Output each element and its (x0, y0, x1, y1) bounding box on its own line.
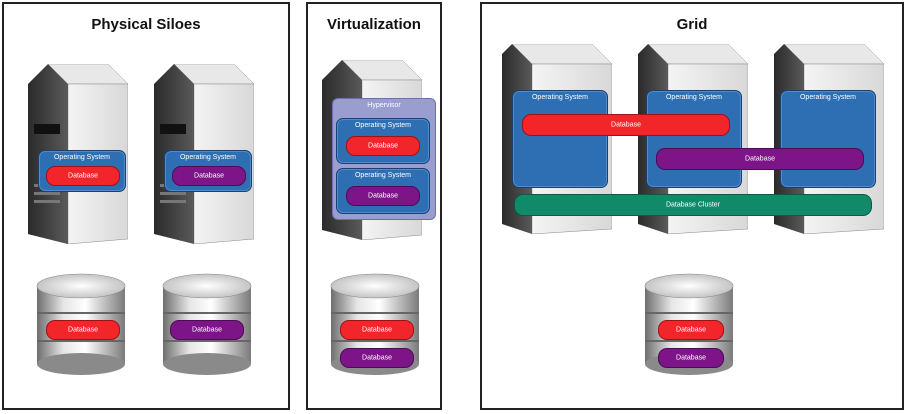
database-pill: Database (346, 136, 420, 156)
panel-title: Grid (676, 16, 708, 33)
operating-system-box: Operating System (780, 90, 876, 188)
database-pill: Database (658, 320, 724, 340)
database-pill: Database (172, 166, 246, 186)
operating-system-box: Operating System (646, 90, 742, 188)
physical-siloes-panel: Physical Siloes Operating System Databas… (2, 2, 290, 410)
virtualization-panel: Virtualization Hypervisor Operating Syst… (306, 2, 442, 410)
database-pill: Database (346, 186, 420, 206)
panel-title: Virtualization (327, 16, 421, 33)
database-pill: Database (656, 148, 864, 170)
database-pill: Database (522, 114, 730, 136)
database-pill: Database (340, 348, 414, 368)
grid-panel: Grid Operating System Operating System O… (480, 2, 904, 410)
database-pill: Database (658, 348, 724, 368)
database-pill: Database (46, 320, 120, 340)
database-cluster-bar: Database Cluster (514, 194, 872, 216)
database-pill: Database (46, 166, 120, 186)
database-pill: Database (340, 320, 414, 340)
operating-system-box: Operating System (512, 90, 608, 188)
database-pill: Database (170, 320, 244, 340)
panel-title: Physical Siloes (91, 16, 201, 33)
